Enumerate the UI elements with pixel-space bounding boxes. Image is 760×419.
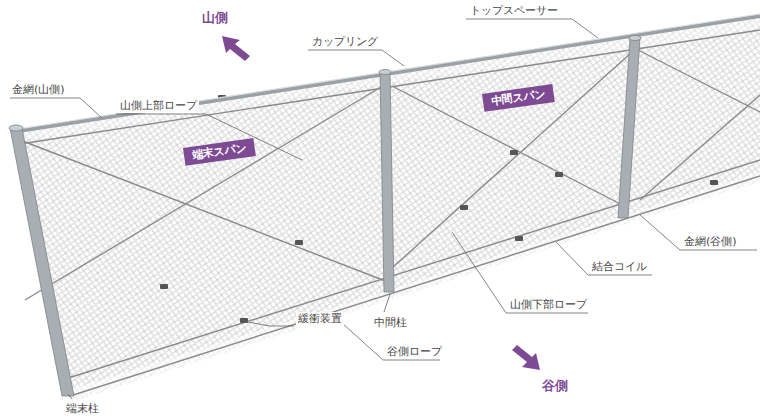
direction-label: 山側 bbox=[200, 10, 230, 26]
part-label: 金網(谷側) bbox=[682, 235, 739, 249]
part-label: 結合コイル bbox=[590, 260, 649, 274]
part-label: 端末柱 bbox=[64, 402, 101, 416]
ropes bbox=[20, 30, 760, 396]
leader-lines bbox=[10, 19, 757, 399]
part-label: 中間柱 bbox=[372, 316, 409, 330]
direction-label: 谷側 bbox=[540, 378, 570, 394]
part-label: 金網(山側) bbox=[10, 83, 67, 97]
part-label: 山側上部ロープ bbox=[118, 99, 199, 113]
part-label: 谷側ロープ bbox=[385, 345, 444, 359]
part-label: カップリング bbox=[310, 35, 380, 49]
part-label: 緩衝装置 bbox=[296, 312, 344, 326]
posts bbox=[9, 36, 641, 397]
part-label: 山側下部ロープ bbox=[508, 298, 589, 312]
valley-arrow bbox=[512, 345, 540, 370]
part-label: トップスペーサー bbox=[468, 4, 560, 18]
mountain-mesh bbox=[15, 18, 760, 392]
mountain-arrow bbox=[222, 36, 250, 61]
